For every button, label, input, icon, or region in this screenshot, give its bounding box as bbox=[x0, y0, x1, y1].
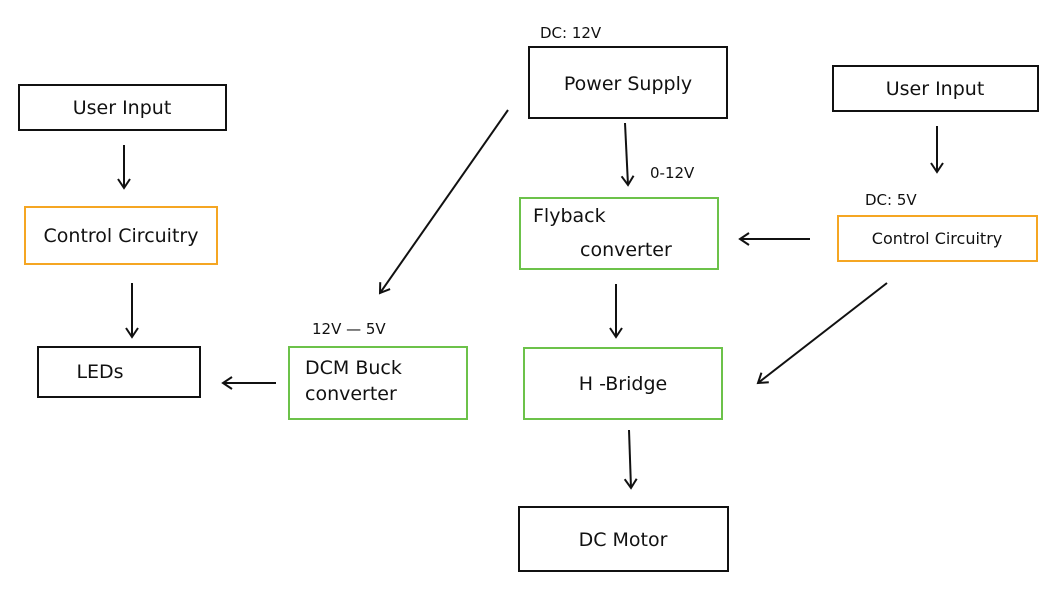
flyback-label-line2: converter bbox=[580, 239, 672, 261]
dcm-buck-label-line1: DCM Buck bbox=[305, 357, 402, 379]
user-input-right-box bbox=[832, 65, 1039, 112]
flyback-box bbox=[519, 197, 719, 270]
power-supply-box bbox=[528, 46, 728, 119]
power-supply-annotation: DC: 12V bbox=[540, 24, 602, 42]
dcm-buck-annotation: 12V — 5V bbox=[312, 320, 386, 338]
user-input-right-label: User Input bbox=[886, 78, 985, 100]
arrow-hbridge-to-motor bbox=[623, 429, 638, 490]
power-supply-label: Power Supply bbox=[564, 73, 692, 95]
dcm-buck-label-line2: converter bbox=[305, 383, 397, 405]
user-input-left-label: User Input bbox=[73, 97, 172, 119]
arrow-power-to-buck bbox=[378, 109, 509, 295]
h-bridge-label: H -Bridge bbox=[579, 373, 667, 395]
h-bridge-box bbox=[523, 347, 723, 420]
arrow-control-right-to-hbridge bbox=[756, 282, 888, 385]
leds-label: LEDs bbox=[76, 361, 123, 383]
control-left-label: Control Circuitry bbox=[44, 225, 199, 247]
control-left-box bbox=[24, 206, 218, 265]
dc-motor-label: DC Motor bbox=[579, 529, 668, 551]
control-right-annotation: DC: 5V bbox=[865, 191, 917, 209]
user-input-left-box bbox=[18, 84, 227, 131]
control-right-label: Control Circuitry bbox=[872, 229, 1002, 248]
flyback-label-line1: Flyback bbox=[533, 205, 606, 227]
arrow-power-to-flyback bbox=[620, 122, 635, 187]
flyback-annotation: 0-12V bbox=[650, 164, 695, 182]
control-right-box bbox=[837, 215, 1038, 262]
leds-box bbox=[37, 346, 201, 398]
dc-motor-box bbox=[518, 506, 729, 572]
dcm-buck-box bbox=[288, 346, 468, 420]
